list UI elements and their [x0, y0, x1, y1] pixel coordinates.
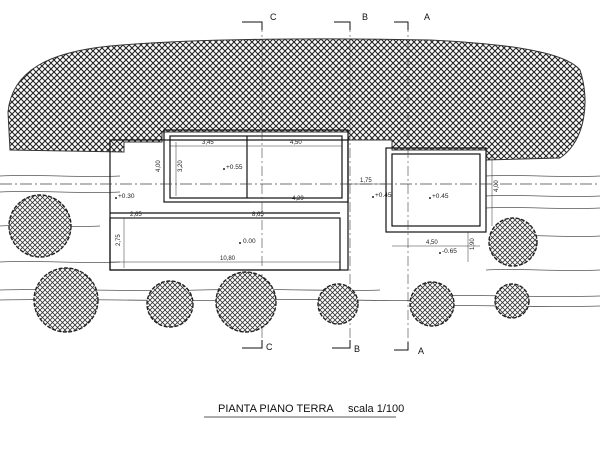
- dim-3-45: 3,45: [202, 140, 214, 146]
- section-marker-c-bottom: C: [266, 342, 273, 352]
- plan-scale: scala 1/100: [348, 403, 404, 415]
- section-marker-b-bottom: B: [354, 344, 360, 354]
- level-marks: [115, 168, 441, 254]
- level-plus-0-55: +0.55: [226, 164, 243, 171]
- dim-10-80: 10,80: [220, 256, 236, 262]
- plan-title: PIANTA PIANO TERRA: [218, 403, 334, 415]
- dim-3-20: 3,20: [178, 160, 184, 172]
- section-marker-c-top: C: [270, 12, 277, 22]
- tree-icon: [146, 280, 194, 328]
- tree-icon: [409, 281, 455, 327]
- dim-2-65: 2,65: [130, 212, 142, 218]
- tree-icon: [8, 194, 72, 258]
- level-plus-0-45-room: +0.45: [432, 193, 449, 200]
- dim-4-00: 4,00: [156, 160, 162, 172]
- tree-icon: [494, 283, 530, 319]
- dim-4-29: 4,29: [292, 196, 304, 202]
- dim-2-75: 2,75: [116, 234, 122, 246]
- dim-4-50-top: 4,50: [290, 140, 302, 146]
- tree-icons: [8, 194, 538, 333]
- tree-icon: [33, 267, 99, 333]
- dim-4-50-right: 4,50: [426, 240, 438, 246]
- dim-4-00-right: 4,00: [494, 180, 500, 192]
- level-minus-0-65: -0.65: [442, 248, 457, 255]
- dim-8-65: 8,65: [252, 212, 264, 218]
- section-marker-a-bottom: A: [418, 346, 424, 356]
- section-marker-a-top: A: [424, 12, 430, 22]
- level-0-00: 0.00: [243, 238, 256, 245]
- dimension-lines: [110, 140, 493, 268]
- tree-icon: [215, 271, 277, 333]
- tree-icon: [317, 283, 359, 325]
- dim-1-75: 1,75: [360, 178, 372, 184]
- tree-icon: [488, 217, 538, 267]
- hillside-hatch: [7, 38, 586, 161]
- level-plus-0-30: +0.30: [118, 193, 135, 200]
- section-arrows: [242, 21, 409, 351]
- level-plus-0-45-stair: +0.45: [375, 192, 392, 199]
- section-marker-b-top: B: [362, 12, 368, 22]
- dim-1-90: 1,90: [470, 238, 476, 250]
